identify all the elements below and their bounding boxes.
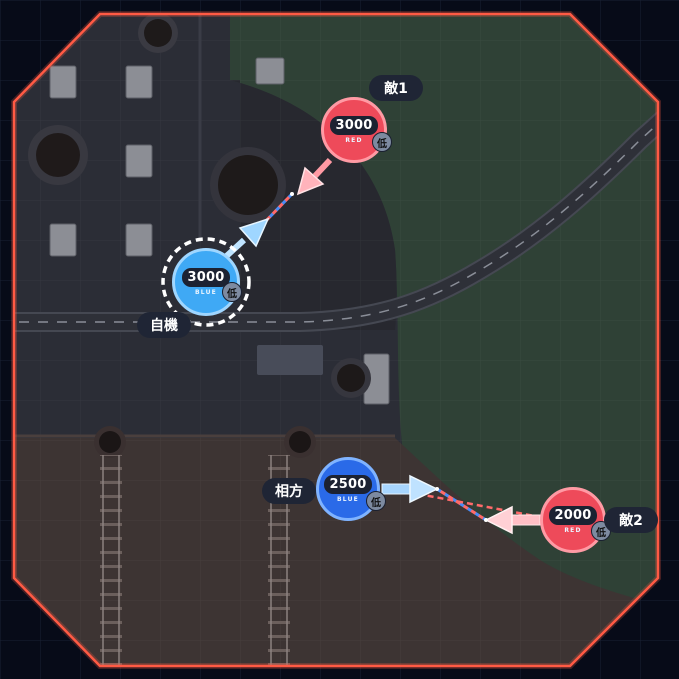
self-speed-badge: 低 bbox=[222, 282, 242, 302]
enemy1-speed-badge: 低 bbox=[372, 132, 392, 152]
enemy1-heading-arrow bbox=[290, 157, 333, 196]
enemy1-team: RED bbox=[345, 137, 363, 144]
ally-team: BLUE bbox=[337, 496, 359, 503]
arena-border bbox=[12, 12, 660, 668]
enemy1-unit[interactable]: 3000 RED bbox=[321, 97, 387, 163]
ally-altitude: 2500 bbox=[323, 475, 373, 494]
silos bbox=[28, 14, 371, 458]
container-block bbox=[257, 345, 323, 375]
ally-unit[interactable]: 2500 BLUE bbox=[316, 457, 380, 521]
ally-heading-arrow bbox=[381, 474, 439, 504]
enemy2-unit[interactable]: 2000 RED bbox=[540, 487, 606, 553]
self-selection-ring bbox=[161, 237, 251, 327]
enemy1-altitude: 3000 bbox=[329, 116, 379, 135]
enemy2-team: RED bbox=[564, 527, 582, 534]
enemy2-altitude: 2000 bbox=[548, 506, 598, 525]
ally-label: 相方 bbox=[262, 478, 316, 504]
self-team: BLUE bbox=[195, 289, 217, 296]
ally-speed-badge: 低 bbox=[366, 491, 386, 511]
enemy2-label: 敵2 bbox=[604, 507, 658, 533]
building-blocks bbox=[49, 57, 390, 405]
railway-tracks bbox=[100, 455, 290, 666]
enemy1-label: 敵1 bbox=[369, 75, 423, 101]
self-label: 自機 bbox=[137, 312, 191, 338]
self-altitude: 3000 bbox=[181, 268, 231, 287]
